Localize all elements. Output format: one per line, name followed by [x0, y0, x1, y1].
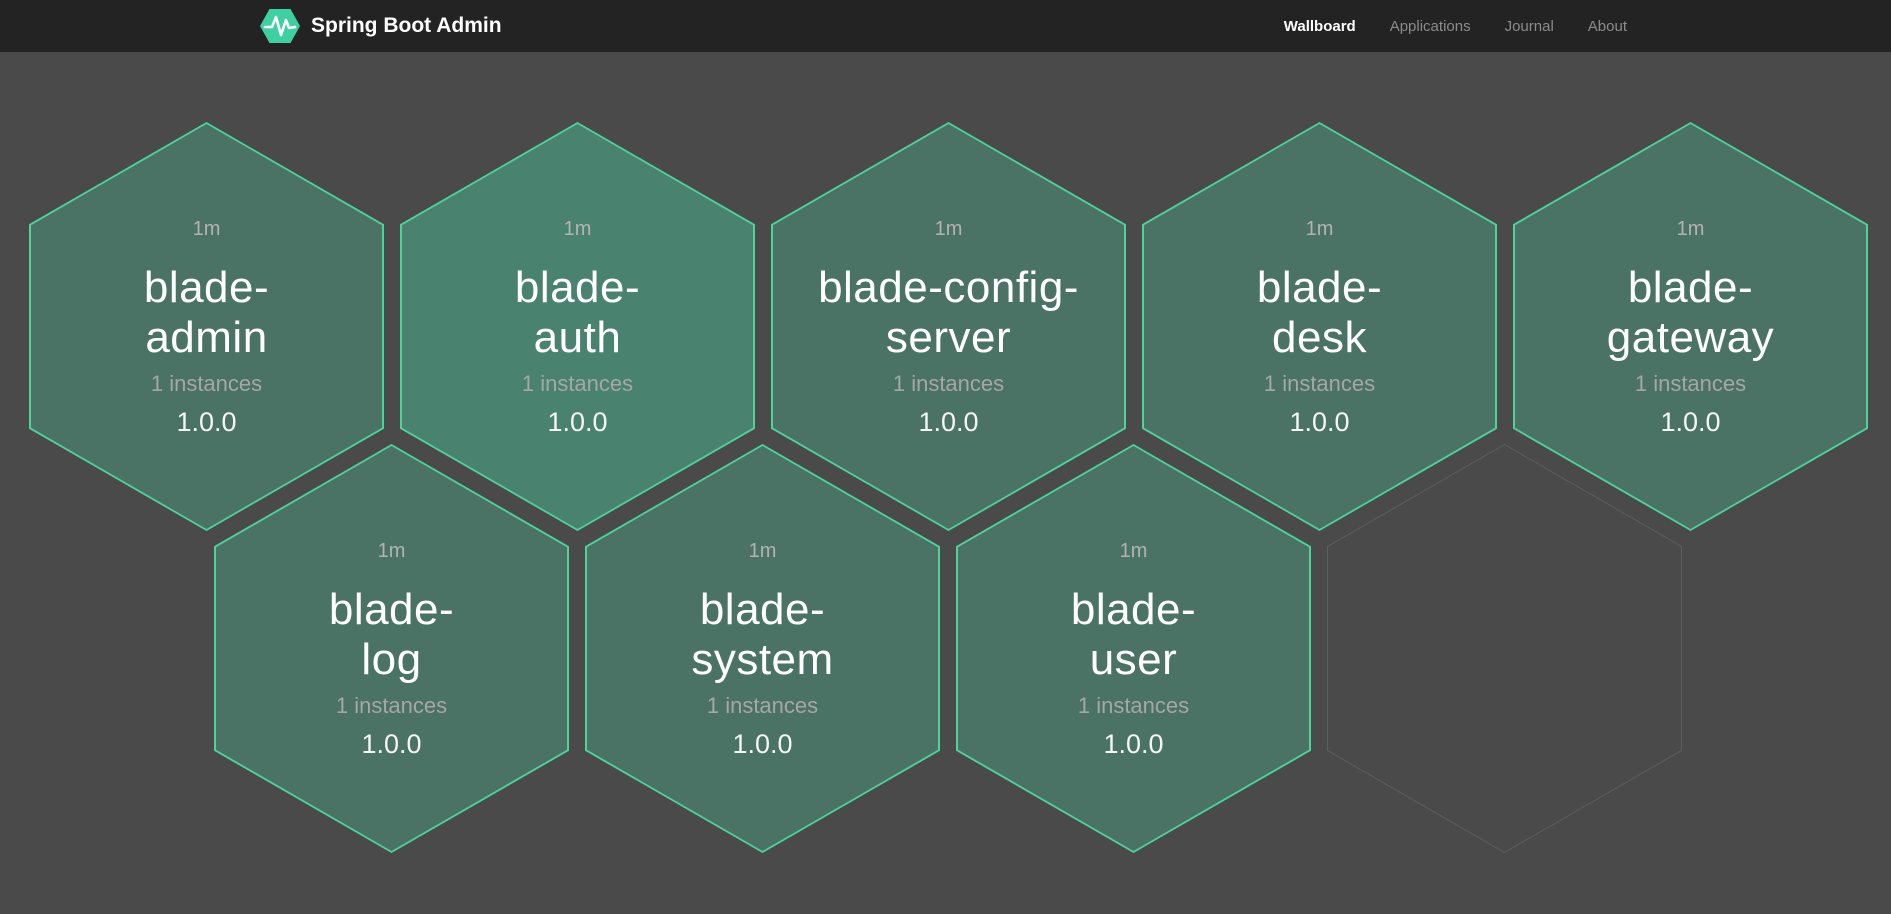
hexagon-fill [1144, 124, 1495, 529]
version-label: 1.0.0 [732, 729, 793, 759]
top-navbar: Spring Boot Admin Wallboard Applications… [0, 0, 1891, 52]
hexagon-content: 1m blade- gateway 1 instances 1.0.0 [1513, 122, 1868, 438]
hexagon-fill [587, 446, 938, 851]
app-name-line: log [361, 635, 422, 684]
app-name-line: auth [533, 313, 622, 362]
app-name-line: server [885, 313, 1012, 362]
app-name: blade- user [1071, 585, 1196, 685]
hexagon-fill [773, 124, 1124, 529]
instances-label: 1 instances [150, 371, 263, 396]
hexagon-content: 1m blade-config- server 1 instances 1.0.… [771, 122, 1126, 438]
hexagon-blade-gateway[interactable]: 1m blade- gateway 1 instances 1.0.0 [1513, 122, 1868, 531]
version-label: 1.0.0 [1289, 407, 1350, 437]
instances-label: 1 instances [335, 693, 448, 718]
hexagon-content: 1m blade- desk 1 instances 1.0.0 [1142, 122, 1497, 438]
uptime-label: 1m [563, 218, 592, 240]
app-name-line: blade- [328, 585, 455, 634]
hexagon-fill [402, 124, 753, 529]
hexagon-fill [958, 446, 1309, 851]
app-name: blade- gateway [1607, 263, 1774, 363]
hexagon-blade-user[interactable]: 1m blade- user 1 instances 1.0.0 [956, 444, 1311, 853]
app-name-line: user [1089, 635, 1178, 684]
uptime-label: 1m [1305, 218, 1334, 240]
app-name: blade- system [691, 585, 833, 685]
hexagon-fill [1328, 445, 1681, 852]
instances-label: 1 instances [706, 693, 819, 718]
app-name-line: blade- [1627, 263, 1754, 312]
hexagon-content: 1m blade- user 1 instances 1.0.0 [956, 444, 1311, 760]
hexagon-blade-system[interactable]: 1m blade- system 1 instances 1.0.0 [585, 444, 940, 853]
uptime-label: 1m [1676, 218, 1705, 240]
version-label: 1.0.0 [176, 407, 237, 437]
uptime-label: 1m [1119, 540, 1148, 562]
app-title: Spring Boot Admin [311, 14, 502, 37]
instances-label: 1 instances [1077, 693, 1190, 718]
nav-item-wallboard[interactable]: Wallboard [1283, 17, 1356, 35]
app-name: blade- desk [1257, 263, 1382, 363]
app-name-line: blade- [1256, 263, 1383, 312]
nav-item-applications[interactable]: Applications [1389, 17, 1471, 35]
app-name-line: desk [1272, 313, 1367, 362]
hexagon-content: 1m blade- admin 1 instances 1.0.0 [29, 122, 384, 438]
uptime-label: 1m [377, 540, 406, 562]
instances-label: 1 instances [1634, 371, 1747, 396]
hexagon-content: 1m blade- system 1 instances 1.0.0 [585, 444, 940, 760]
brand-home-link[interactable]: Spring Boot Admin [260, 5, 502, 47]
version-label: 1.0.0 [547, 407, 608, 437]
instances-label: 1 instances [521, 371, 634, 396]
app-name-line: blade-config- [818, 263, 1079, 312]
pulse-hexagon-icon [260, 9, 300, 43]
app-name-line: gateway [1606, 313, 1775, 362]
app-name-line: admin [145, 313, 268, 362]
uptime-label: 1m [748, 540, 777, 562]
app-name: blade- admin [144, 263, 269, 363]
hexagon-blade-auth[interactable]: 1m blade- auth 1 instances 1.0.0 [400, 122, 755, 531]
uptime-label: 1m [934, 218, 963, 240]
app-name-line: blade- [1070, 585, 1197, 634]
instances-label: 1 instances [892, 371, 1005, 396]
wallboard: 1m blade- admin 1 instances 1.0.0 1m bla… [0, 52, 1891, 914]
hexagon-blade-log[interactable]: 1m blade- log 1 instances 1.0.0 [214, 444, 569, 853]
hexagon-content: 1m blade- auth 1 instances 1.0.0 [400, 122, 755, 438]
hexagon-fill [31, 124, 382, 529]
hexagon-fill [1515, 124, 1866, 529]
app-name-line: blade- [514, 263, 641, 312]
hexagon-fill [216, 446, 567, 851]
instances-label: 1 instances [1263, 371, 1376, 396]
app-name-line: blade- [143, 263, 270, 312]
hexagon-content: 1m blade- log 1 instances 1.0.0 [214, 444, 569, 760]
uptime-label: 1m [192, 218, 221, 240]
app-name-line: blade- [699, 585, 826, 634]
app-name-line: system [691, 635, 834, 684]
hexagon-blade-desk[interactable]: 1m blade- desk 1 instances 1.0.0 [1142, 122, 1497, 531]
version-label: 1.0.0 [361, 729, 422, 759]
main-nav: Wallboard Applications Journal About [1284, 18, 1627, 35]
app-name: blade- auth [515, 263, 640, 363]
app-name: blade-config- server [818, 263, 1079, 363]
version-label: 1.0.0 [1660, 407, 1721, 437]
nav-item-journal[interactable]: Journal [1504, 17, 1554, 35]
hexagon-blade-admin[interactable]: 1m blade- admin 1 instances 1.0.0 [29, 122, 384, 531]
hexagon-blade-config-server[interactable]: 1m blade-config- server 1 instances 1.0.… [771, 122, 1126, 531]
hexagon-empty-slot [1327, 444, 1682, 853]
nav-item-about[interactable]: About [1587, 17, 1627, 35]
version-label: 1.0.0 [918, 407, 979, 437]
version-label: 1.0.0 [1103, 729, 1164, 759]
app-name: blade- log [329, 585, 454, 685]
